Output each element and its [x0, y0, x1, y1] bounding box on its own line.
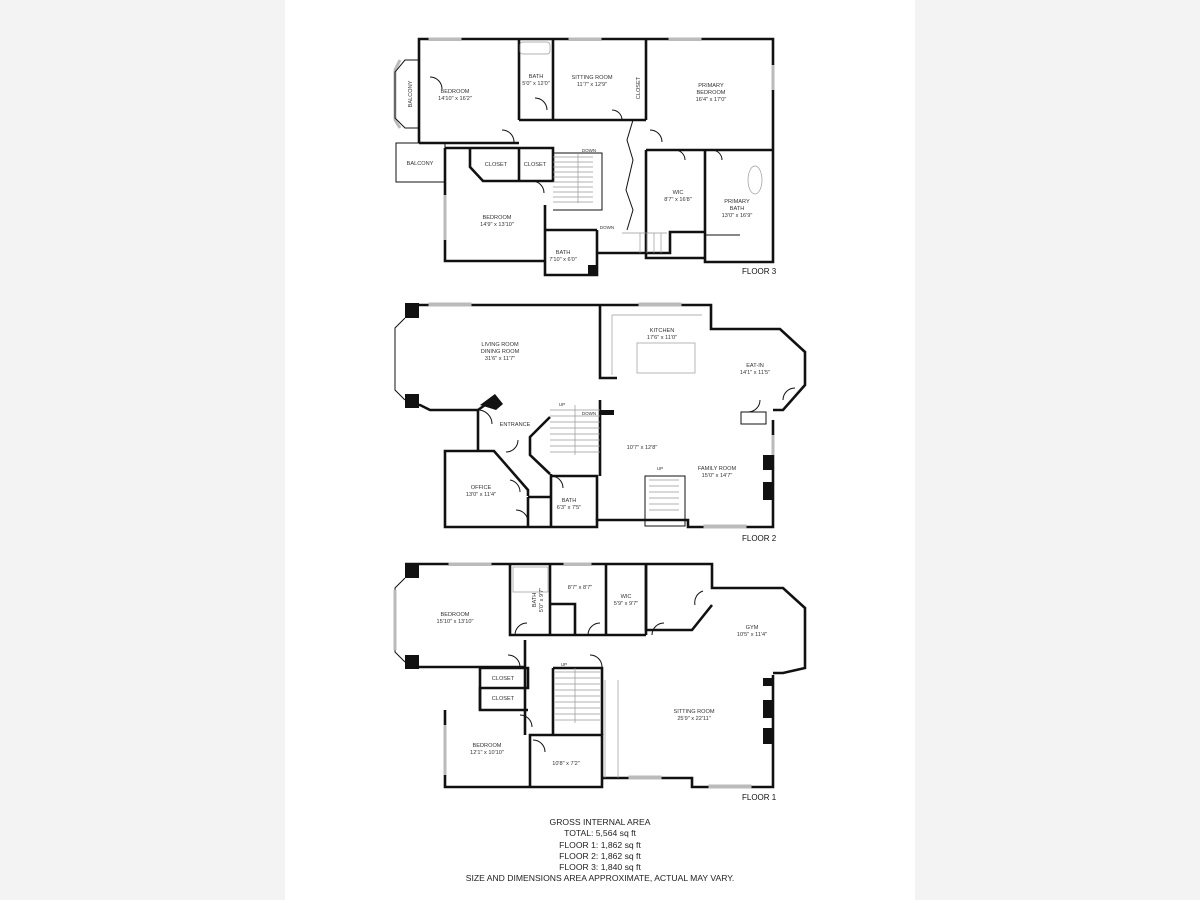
room-bedroom-dim: 15'10" x 13'10" [437, 619, 474, 625]
area-floor-1: FLOOR 1: 1,862 sq ft [559, 840, 641, 850]
room-wic-name: WIC [673, 190, 684, 196]
room-primary-bath-dim: 13'0" x 16'9" [722, 213, 753, 219]
room-family-dim: 15'0" x 14'7" [702, 473, 733, 479]
room-family-name: FAMILY ROOM [698, 466, 737, 472]
area-floor-2: FLOOR 2: 1,862 sq ft [559, 851, 641, 861]
stair-down-label: DOWN [582, 411, 596, 416]
room-balcony: BALCONY [408, 80, 414, 107]
room-primary-bedroom-name: PRIMARY [698, 83, 724, 89]
room-living-name: LIVING ROOM [481, 342, 519, 348]
room-eatin-dim: 14'1" x 11'5" [740, 370, 770, 376]
area-total: TOTAL: 5,564 sq ft [564, 828, 636, 838]
room-kitchen-name: KITCHEN [650, 328, 675, 334]
room-bath-name: BATH [532, 593, 538, 608]
stair-up-label: UP [657, 466, 663, 471]
room-primary-bedroom-name: BEDROOM [697, 90, 726, 96]
room-office-dim: 13'0" x 11'4" [466, 492, 496, 498]
room-bath-dim: 5'0" x 9'7" [539, 588, 545, 612]
room-bedroom-dim: 14'9" x 13'10" [480, 222, 514, 228]
room-sitting-dim: 11'7" x 12'9" [577, 82, 607, 88]
room-bedroom-name: BEDROOM [441, 612, 470, 618]
room-kitchen-dim: 17'6" x 11'0" [647, 335, 677, 341]
area-title: GROSS INTERNAL AREA [550, 817, 651, 827]
stair-up-label: UP [559, 402, 565, 407]
room-bedroom-name: BEDROOM [441, 89, 470, 95]
room-office-name: OFFICE [471, 485, 492, 491]
area-disclaimer: SIZE AND DIMENSIONS AREA APPROXIMATE, AC… [466, 873, 735, 883]
room-bedroom-dim: 12'1" x 10'10" [470, 750, 504, 756]
room-eatin-name: EAT-IN [746, 363, 764, 369]
room-primary-bedroom-dim: 16'4" x 17'0" [696, 97, 727, 103]
room-hall-dim: 10'7" x 12'8" [627, 445, 658, 451]
room-wic-dim: 8'7" x 16'8" [664, 197, 692, 203]
floor-2-plan: LIVING ROOM DINING ROOM 31'6" x 11'7" KI… [394, 302, 807, 543]
room-bath-name: BATH [556, 250, 571, 256]
room-bath-dim: 6'3" x 7'5" [557, 505, 581, 511]
room-primary-bath-name: BATH [730, 206, 745, 212]
room-balcony: BALCONY [407, 161, 434, 167]
room-bath-name: BATH [562, 498, 577, 504]
room-bedroom-dim: 14'10" x 16'2" [438, 96, 472, 102]
room-sitting-name: SITTING ROOM [571, 75, 612, 81]
room-living-dim: 31'6" x 11'7" [485, 356, 515, 362]
area-floor-3: FLOOR 3: 1,840 sq ft [559, 862, 641, 872]
floor-3-label: FLOOR 3 [742, 267, 777, 276]
room-gym-name: GYM [746, 625, 759, 631]
room-dim: 10'8" x 7'2" [552, 761, 580, 767]
floor-3-plan: BALCONY BALCONY BEDROOM 14'10" x 16'2" B… [393, 37, 777, 277]
room-bath-dim: 7'10" x 6'0" [549, 257, 577, 263]
room-primary-bath-name: PRIMARY [724, 199, 750, 205]
room-gym-dim: 10'5" x 11'4" [737, 632, 767, 638]
room-dim: 8'7" x 8'7" [568, 585, 592, 591]
room-wic-dim: 5'9" x 9'7" [614, 601, 638, 607]
stair-down-label: DOWN [600, 225, 614, 230]
room-bath-dim: 5'0" x 12'0" [522, 81, 550, 87]
room-closet: CLOSET [524, 162, 547, 168]
room-sitting-dim: 25'9" x 22'11" [677, 716, 710, 722]
room-wic-name: WIC [621, 594, 632, 600]
room-bath-name: BATH [529, 74, 544, 80]
area-summary: GROSS INTERNAL AREA TOTAL: 5,564 sq ft F… [466, 817, 735, 883]
stair-down-label: DOWN [582, 148, 596, 153]
room-entrance: ENTRANCE [500, 422, 531, 428]
room-closet: CLOSET [485, 162, 508, 168]
room-sitting-name: SITTING ROOM [673, 709, 714, 715]
room-closet: CLOSET [492, 676, 515, 682]
room-bedroom-name: BEDROOM [473, 743, 502, 749]
floor-2-label: FLOOR 2 [742, 534, 777, 543]
floor-1-label: FLOOR 1 [742, 793, 777, 802]
floor-1-plan: BEDROOM 15'10" x 13'10" BATH 5'0" x 9'7"… [393, 562, 807, 802]
room-dining-name: DINING ROOM [481, 349, 520, 355]
stair-up-label: UP [561, 662, 567, 667]
room-closet: CLOSET [492, 696, 515, 702]
room-closet: CLOSET [636, 76, 642, 99]
room-bedroom-name: BEDROOM [483, 215, 512, 221]
